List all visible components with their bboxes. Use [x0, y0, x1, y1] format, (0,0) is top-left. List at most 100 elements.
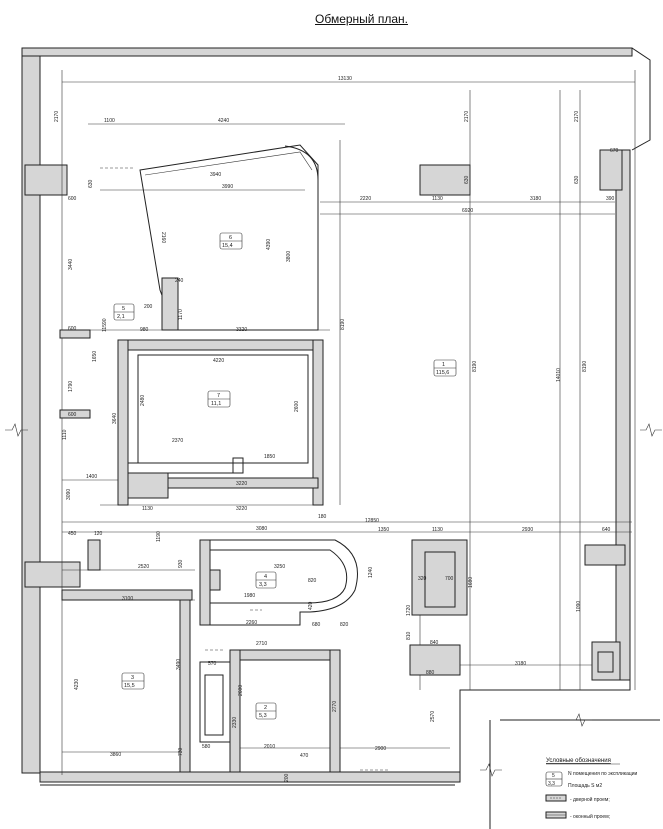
- room-label-4: 4 3,3: [255, 571, 277, 589]
- dim-3800: 3800: [286, 251, 292, 262]
- south-wall: [39, 771, 461, 783]
- dim-600b: 600: [68, 326, 77, 332]
- dim-580: 580: [202, 744, 211, 750]
- dim-1090: 1090: [576, 601, 582, 612]
- svg-text:5: 5: [122, 306, 125, 312]
- dim-3100: 3100: [122, 596, 133, 602]
- dim-730: 730: [178, 747, 184, 756]
- svg-text:4: 4: [264, 574, 267, 580]
- dim-3180a: 3180: [530, 196, 541, 202]
- room-label-1: 1 115,6: [433, 359, 457, 377]
- dim-630b: 630: [464, 175, 470, 184]
- room-label-7: 7 11,1: [207, 390, 231, 408]
- dim-2710: 2710: [256, 641, 267, 647]
- dim-1240: 1240: [368, 567, 374, 578]
- svg-text:5,3: 5,3: [259, 713, 267, 719]
- pier-e: [584, 544, 626, 566]
- dim-1190: 1190: [156, 531, 162, 542]
- pier-n1: [419, 164, 471, 196]
- dim-14010: 14010: [556, 368, 562, 382]
- dim-1170: 1170: [178, 309, 184, 320]
- legend-line-room-number: N помещения по экспликации: [568, 771, 638, 777]
- dim-810: 810: [406, 631, 412, 640]
- room-5: [59, 329, 101, 571]
- dim-600c: 600: [68, 412, 77, 418]
- svg-text:1: 1: [442, 362, 445, 368]
- dim-2570: 2570: [430, 711, 436, 722]
- dim-1110: 1110: [62, 429, 68, 440]
- dim-390: 390: [606, 196, 615, 202]
- dim-1720: 1720: [406, 605, 412, 616]
- dim-4230: 4230: [74, 679, 80, 690]
- dim-630c: 630: [574, 175, 580, 184]
- room-label-2: 2 5,3: [255, 702, 277, 720]
- dim-2520: 2520: [138, 564, 149, 570]
- room-7: [117, 339, 324, 506]
- dim-1350: 1350: [378, 527, 389, 533]
- dim-4240: 4240: [218, 118, 229, 124]
- dim-4390: 4390: [266, 239, 272, 250]
- dim-2370: 2370: [172, 438, 183, 444]
- dim-1680: 1680: [468, 577, 474, 588]
- dim-8190c: 8190: [582, 361, 588, 372]
- dim-2260: 2260: [246, 620, 257, 626]
- dim-1980: 1980: [244, 593, 255, 599]
- dim-8190a: 8190: [340, 319, 346, 330]
- dim-3250: 3250: [274, 564, 285, 570]
- legend-title: Условные обозначения: [546, 758, 611, 764]
- dim-3080: 3080: [256, 526, 267, 532]
- legend-line-area: Площадь S м2: [568, 783, 602, 789]
- dim-3860: 3860: [110, 752, 121, 758]
- svg-text:15,4: 15,4: [222, 243, 233, 249]
- dim-1650: 1650: [92, 351, 98, 362]
- dim-2160: 2160: [160, 232, 166, 243]
- dim-680: 680: [312, 622, 321, 628]
- dim-2600b: 2600: [238, 685, 244, 696]
- dim-570: 570: [208, 661, 217, 667]
- dim-820b: 820: [340, 622, 349, 628]
- dim-240: 240: [175, 278, 184, 284]
- dim-8190b: 8190: [472, 361, 478, 372]
- dim-11590: 11590: [102, 318, 108, 332]
- svg-text:7: 7: [217, 393, 220, 399]
- page-title: Обмерный план.: [315, 12, 408, 26]
- svg-text:115,6: 115,6: [436, 370, 449, 376]
- legend-door: - дверной проем;: [570, 796, 610, 803]
- room-label-6: 6 15,4: [219, 232, 243, 250]
- dim-1130b: 1130: [142, 506, 153, 512]
- room-4: [199, 539, 358, 626]
- room-label-3: 3 15,5: [121, 672, 145, 690]
- room-labels: 1 115,6 2 5,3 3 15,5 4 3,3 5 2,1: [113, 232, 457, 720]
- dim-320: 320: [418, 576, 427, 582]
- dim-3220a: 3220: [236, 481, 247, 487]
- dim-top-total: 13130: [338, 76, 352, 82]
- dim-2170a: 2170: [54, 111, 60, 122]
- dim-450: 450: [68, 531, 77, 537]
- dim-2770: 2770: [332, 701, 338, 712]
- dim-420: 420: [308, 601, 314, 610]
- dim-3990: 3990: [222, 184, 233, 190]
- dim-700: 700: [445, 576, 454, 582]
- svg-text:3,3: 3,3: [259, 582, 267, 588]
- dim-200b: 200: [284, 773, 290, 782]
- dim-4220: 4220: [213, 358, 224, 364]
- dim-3180b: 3180: [515, 661, 526, 667]
- dim-2220: 2220: [360, 196, 371, 202]
- dim-3320: 3320: [236, 327, 247, 333]
- north-wall: [21, 47, 633, 57]
- dim-3090: 3090: [66, 489, 72, 500]
- dim-600a: 600: [68, 196, 77, 202]
- pier-w: [24, 561, 81, 588]
- pier-nw: [24, 164, 68, 196]
- break-marks: [5, 423, 662, 777]
- dim-2010: 2010: [264, 744, 275, 750]
- legend-window: - оконный проем;: [570, 813, 610, 820]
- dim-3640: 3640: [112, 413, 118, 424]
- svg-text:6: 6: [229, 235, 232, 241]
- dim-670: 670: [610, 148, 619, 154]
- room-2: [199, 649, 341, 773]
- dim-840: 840: [430, 640, 439, 646]
- dim-180: 180: [318, 514, 327, 520]
- openings: [100, 167, 390, 771]
- dim-12850: 12850: [365, 518, 379, 524]
